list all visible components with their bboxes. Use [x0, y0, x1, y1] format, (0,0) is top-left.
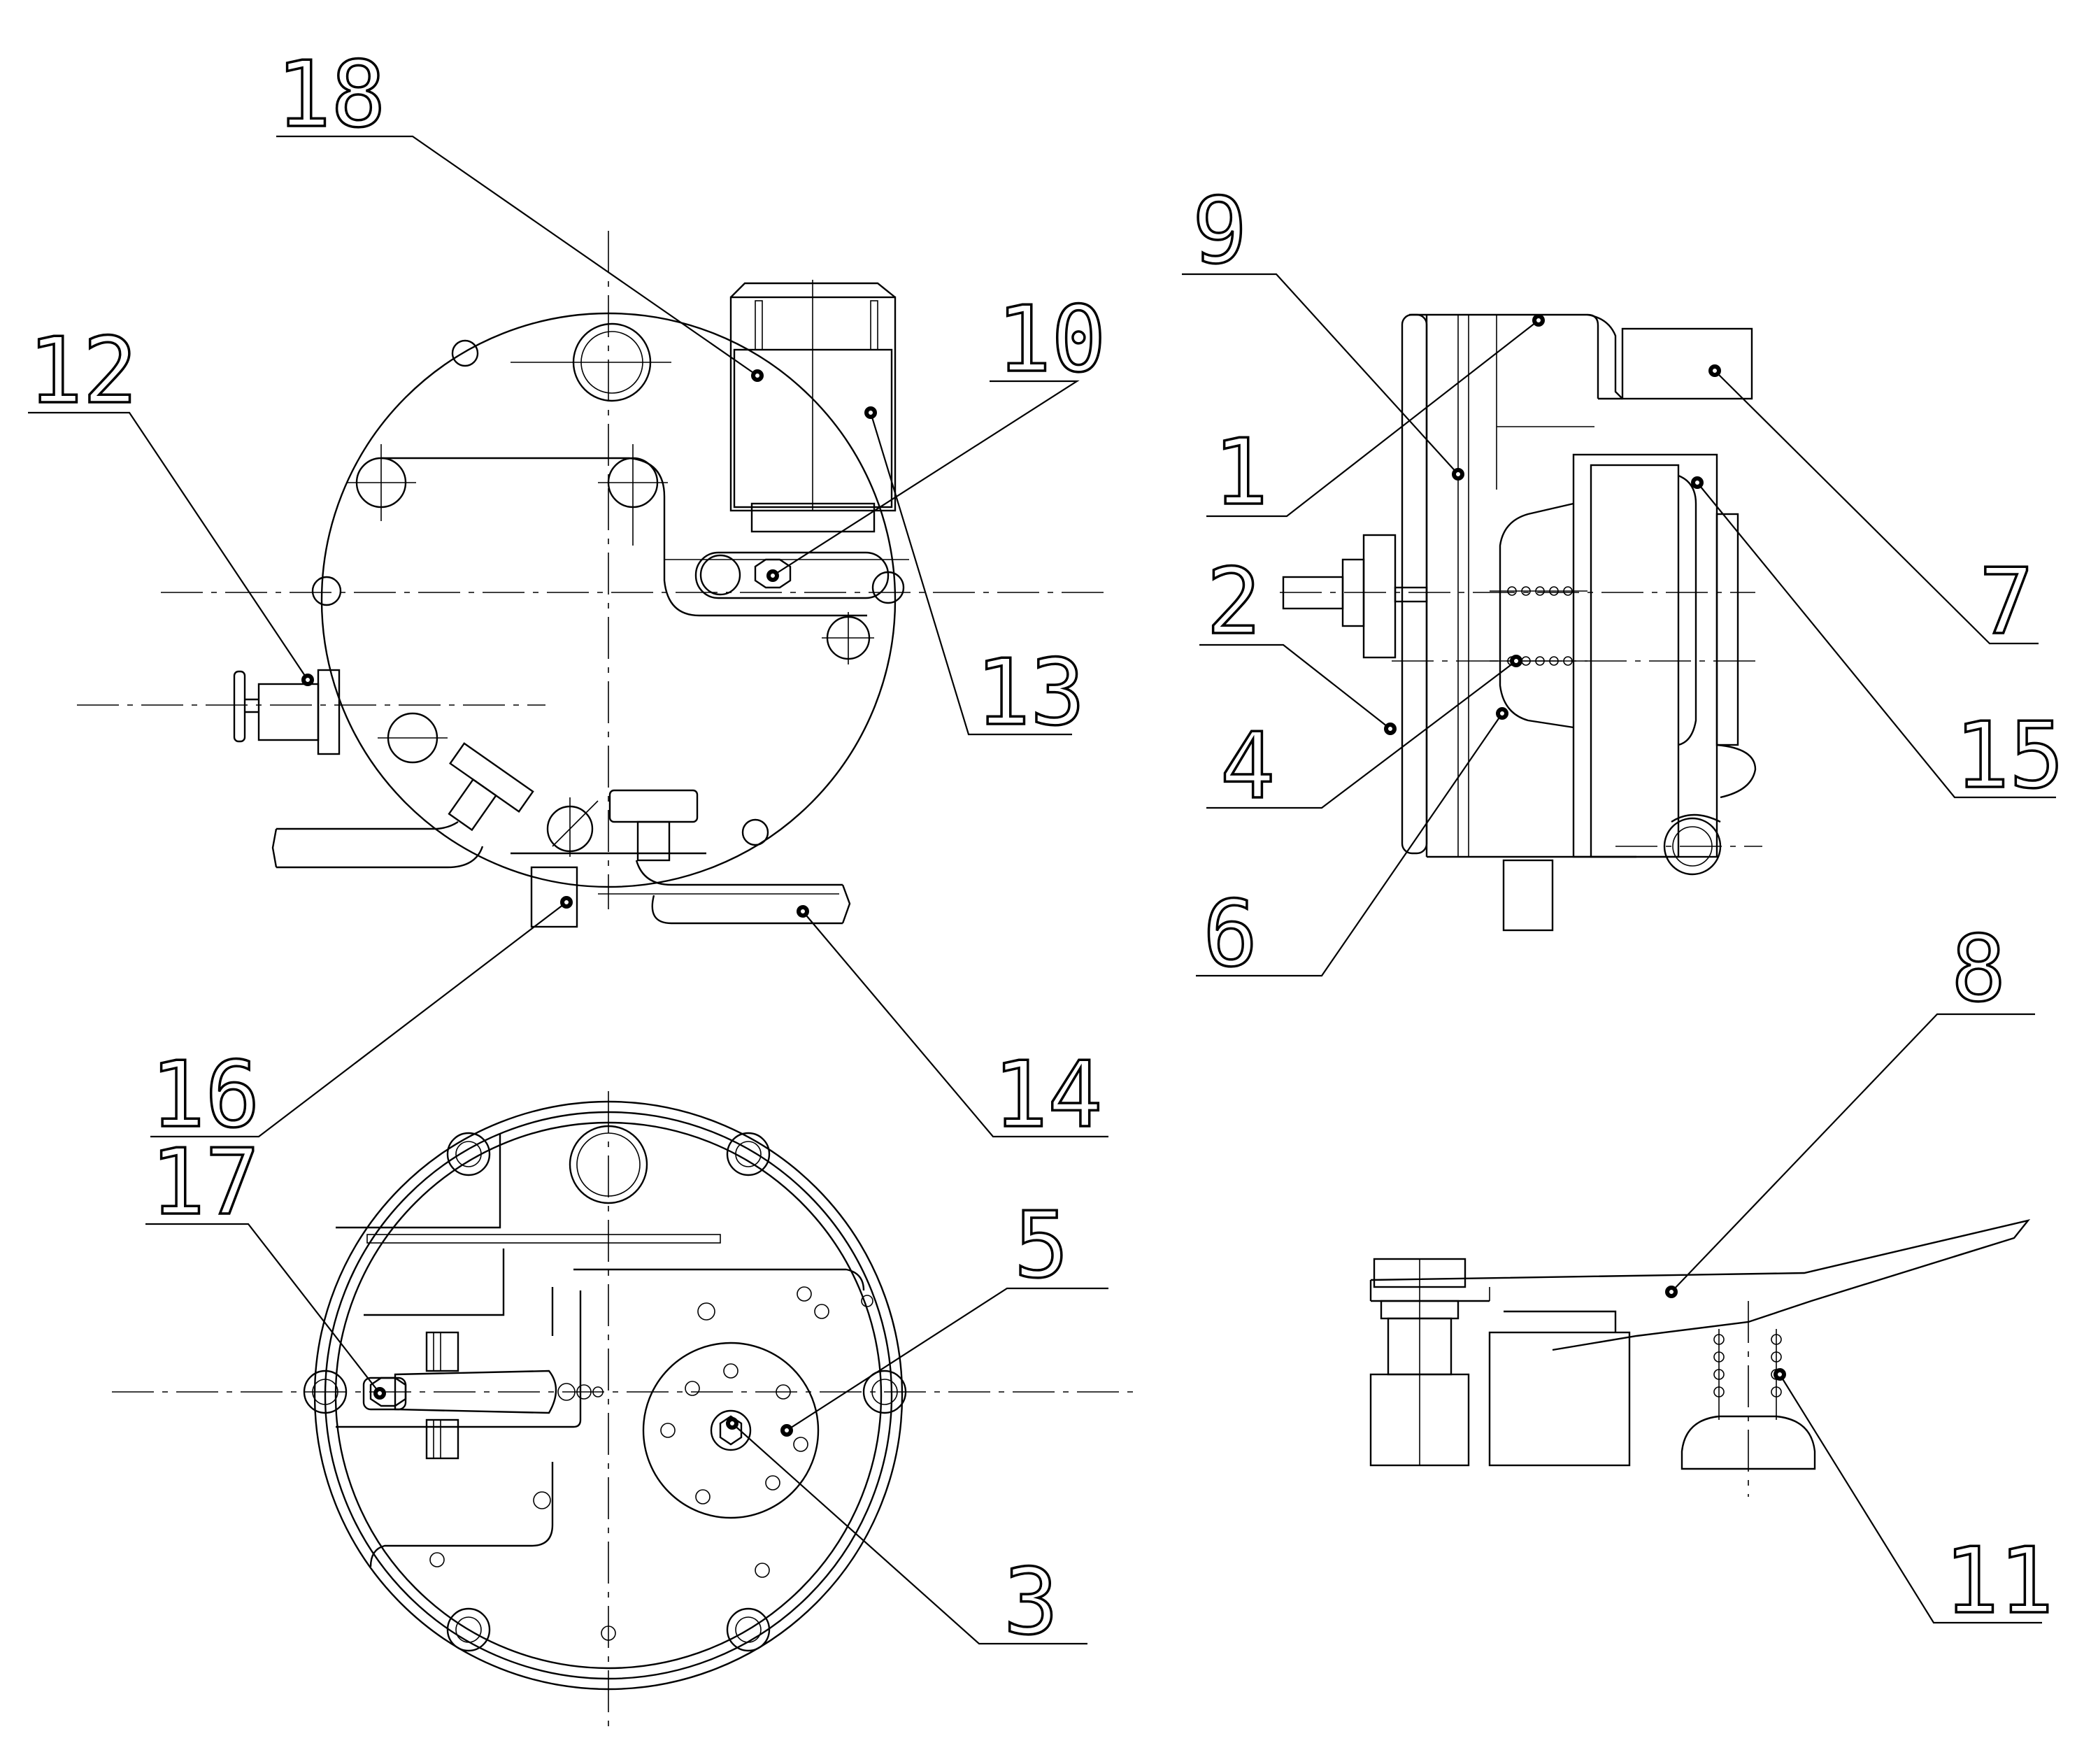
lever-detail-view — [1369, 1219, 2031, 1497]
callout-9: 9 — [1192, 178, 1247, 284]
callout-16: 16 — [150, 1041, 260, 1148]
callout-12: 12 — [28, 318, 138, 424]
callout-8: 8 — [1951, 916, 2006, 1022]
rear-view — [112, 1091, 1133, 1735]
callout-11: 11 — [1944, 1528, 2054, 1634]
front-view — [77, 231, 1112, 928]
leader-dots — [301, 314, 1786, 1437]
callout-14: 14 — [993, 1041, 1103, 1148]
callout-2: 2 — [1206, 548, 1261, 655]
callout-15: 15 — [1955, 702, 2064, 809]
callout-3: 3 — [1004, 1549, 1058, 1655]
callout-7: 7 — [1979, 548, 2034, 655]
spring-coils — [1507, 586, 1573, 666]
spring-stack — [1713, 1334, 1782, 1397]
callout-labels: 18 10 12 13 16 14 9 1 2 4 6 7 15 17 5 3 … — [27, 40, 2065, 1656]
side-view — [1280, 313, 1762, 932]
callout-13: 13 — [976, 639, 1085, 746]
callout-10: 10 — [997, 286, 1106, 392]
regulator-body — [320, 312, 897, 888]
callout-6: 6 — [1203, 881, 1257, 987]
leader-lines — [28, 135, 2056, 1645]
callout-17: 17 — [150, 1129, 260, 1235]
callout-4: 4 — [1220, 713, 1275, 819]
callout-1: 1 — [1213, 419, 1268, 525]
callout-5: 5 — [1014, 1192, 1069, 1298]
callout-18: 18 — [276, 41, 386, 148]
